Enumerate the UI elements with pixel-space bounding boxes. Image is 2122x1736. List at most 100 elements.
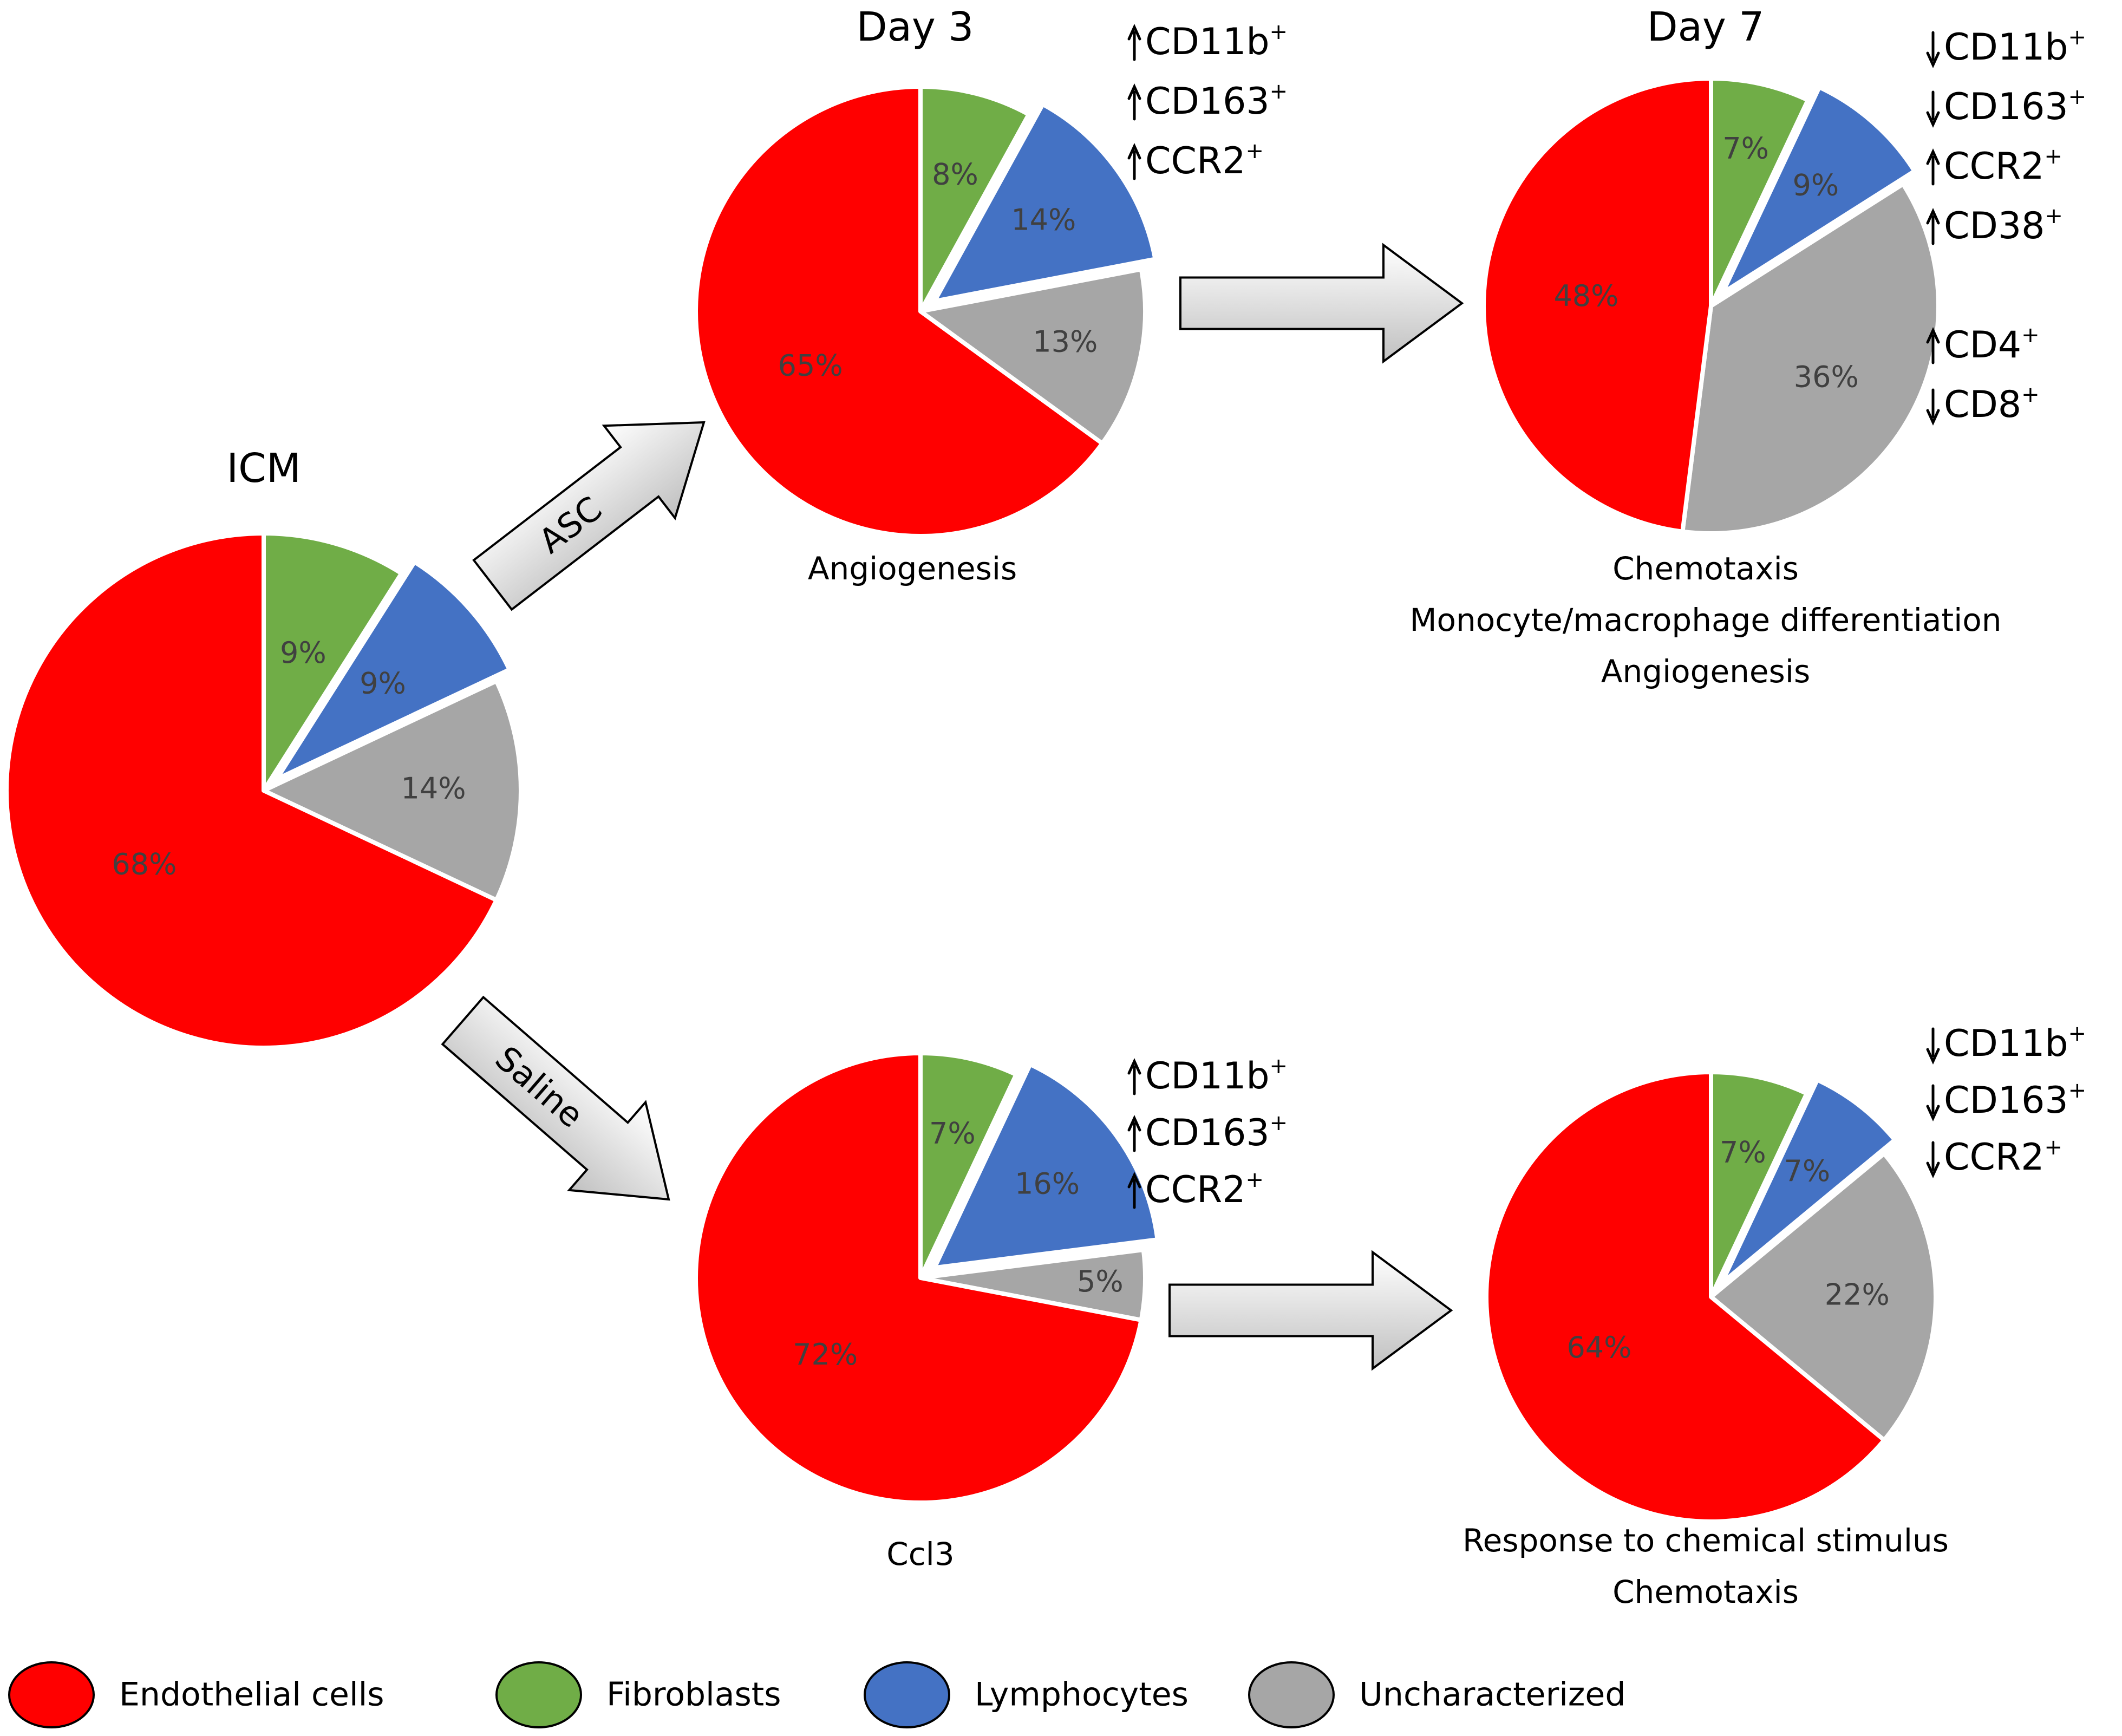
legend-label: Uncharacterized: [1359, 1676, 1625, 1714]
pie-icm: 9%9%14%68%ICM: [4, 445, 524, 1050]
marker-cd11b: CD11b+: [1145, 19, 1288, 63]
slice-label-lymphocytes: 7%: [1784, 1154, 1830, 1188]
arrow-down-icon: [1926, 1027, 1940, 1065]
saline-arrow: Saline: [441, 995, 670, 1201]
marker-name: CCR2: [1145, 140, 1245, 182]
caption: Angiogenesis: [1601, 653, 1810, 690]
arrow-up-icon: [1127, 1114, 1141, 1152]
marker-ccr2: CCR2+: [1944, 1135, 2062, 1179]
legend-swatch: [1248, 1661, 1335, 1728]
arrow-up-icon: [1127, 1171, 1141, 1209]
marker-sup: +: [2068, 25, 2087, 50]
block-arrow-icon: [441, 995, 670, 1201]
slice-label-lymphocytes: 14%: [1011, 203, 1076, 237]
legend-item-fibroblasts: Fibroblasts: [495, 1661, 781, 1728]
arrow-down-icon: [1926, 90, 1940, 128]
arrow-down-icon: [1926, 1084, 1940, 1122]
marker-ccr2: CCR2+: [1145, 139, 1264, 182]
legend-swatch: [864, 1661, 950, 1728]
marker-name: CD11b: [1145, 1055, 1270, 1098]
marker-cd11b: CD11b+: [1944, 25, 2086, 69]
marker-sup: +: [2044, 1135, 2062, 1160]
marker-name: CD163: [1145, 80, 1270, 123]
block-arrow-icon: [472, 421, 706, 611]
caption: Monocyte/macrophage differentiation: [1409, 602, 2001, 638]
slice-endothelial-cells: [4, 531, 499, 1050]
marker-cd163: CD163+: [1944, 1078, 2086, 1122]
slice-label-uncharacterized: 13%: [1033, 324, 1098, 358]
marker-cd38: CD38+: [1944, 204, 2063, 247]
slice-label-lymphocytes: 9%: [1793, 168, 1839, 202]
marker-sup: +: [1270, 1111, 1288, 1135]
slice-label-endothelial-cells: 72%: [793, 1337, 858, 1372]
marker-cd163: CD163+: [1944, 84, 2086, 128]
slice-endothelial-cells: [694, 1051, 1144, 1505]
slice-label-fibroblasts: 7%: [1720, 1135, 1766, 1169]
marker-cd163: CD163+: [1145, 1111, 1288, 1154]
slice-label-fibroblasts: 7%: [929, 1116, 976, 1150]
legend-item-lymphocytes: Lymphocytes: [864, 1661, 1189, 1728]
arrow-up-icon: [1926, 327, 1940, 364]
arrow-up-icon: [1926, 148, 1940, 186]
legend-label: Endothelial cells: [119, 1676, 384, 1714]
marker-list: CD11b+CD163+CCR2+: [1127, 1054, 1288, 1211]
arrow-down-icon: [1926, 1141, 1940, 1179]
arrow-up-icon: [1127, 83, 1141, 121]
arrow-down-icon: [1926, 31, 1940, 69]
slice-lymphocytes: [932, 102, 1158, 304]
marker-name: CCR2: [1944, 1136, 2044, 1179]
caption: Angiogenesis: [808, 550, 1017, 587]
pie-title: Day 7: [1647, 4, 1765, 50]
slice-label-uncharacterized: 5%: [1077, 1264, 1124, 1298]
legend-item-uncharacterized: Uncharacterized: [1248, 1661, 1625, 1728]
slice-label-lymphocytes: 16%: [1015, 1167, 1080, 1201]
caption: Ccl3: [886, 1536, 954, 1572]
slice-uncharacterized: [1709, 1151, 1938, 1443]
arrow-up-icon: [1127, 1058, 1141, 1095]
marker-ccr2: CCR2+: [1145, 1167, 1264, 1211]
marker-sup: +: [2068, 1021, 2087, 1046]
slice-endothelial-cells: [694, 84, 1105, 538]
slice-fibroblasts: [262, 531, 404, 793]
marker-sup: +: [2044, 144, 2062, 169]
slice-uncharacterized: [262, 678, 524, 903]
arrow-up-icon: [1127, 23, 1141, 61]
slice-label-lymphocytes: 9%: [360, 667, 406, 701]
marker-ccr2: CCR2+: [1944, 144, 2062, 188]
slice-uncharacterized: [1680, 181, 1941, 536]
marker-cd11b: CD11b+: [1944, 1021, 2086, 1065]
slice-endothelial-cells: [1484, 1070, 1886, 1524]
marker-sup: +: [1270, 1054, 1288, 1079]
marker-sup: +: [2021, 382, 2040, 407]
caption: Chemotaxis: [1612, 550, 1799, 587]
pie-chart-5: 7%7%22%64%CD11b+CD163+CCR2+Response to c…: [1462, 1021, 2086, 1610]
slice-label-uncharacterized: 14%: [401, 772, 466, 806]
pie-title: Day 3: [857, 4, 974, 50]
slice-lymphocytes: [932, 1062, 1160, 1270]
pie-chart-4: 7%16%5%72%CD11b+CD163+CCR2+Ccl3: [694, 1051, 1288, 1572]
marker-cd163: CD163+: [1145, 79, 1288, 123]
marker-sup: +: [1245, 1167, 1264, 1192]
marker-sup: +: [2021, 323, 2040, 348]
marker-name: CD11b: [1944, 1022, 2068, 1065]
marker-sup: +: [1270, 79, 1288, 104]
slice-label-fibroblasts: 8%: [932, 157, 978, 191]
marker-name: CD8: [1944, 383, 2021, 426]
pie-title: ICM: [226, 445, 301, 492]
arrow-down-icon: [1926, 388, 1940, 426]
caption: Response to chemical stimulus: [1462, 1522, 1949, 1559]
marker-list: CD11b+CD163+CCR2+CD38+CD4+CD8+: [1926, 25, 2086, 426]
block-arrow-icon: [1179, 243, 1464, 364]
slice-fibroblasts: [1709, 1070, 1809, 1299]
marker-cd8: CD8+: [1944, 382, 2040, 426]
slice-fibroblasts: [918, 84, 1031, 314]
legend-swatch: [495, 1661, 582, 1728]
slice-label-uncharacterized: 22%: [1825, 1278, 1890, 1312]
slice-label-fibroblasts: 7%: [1722, 132, 1769, 166]
marker-name: CCR2: [1145, 1169, 1245, 1211]
